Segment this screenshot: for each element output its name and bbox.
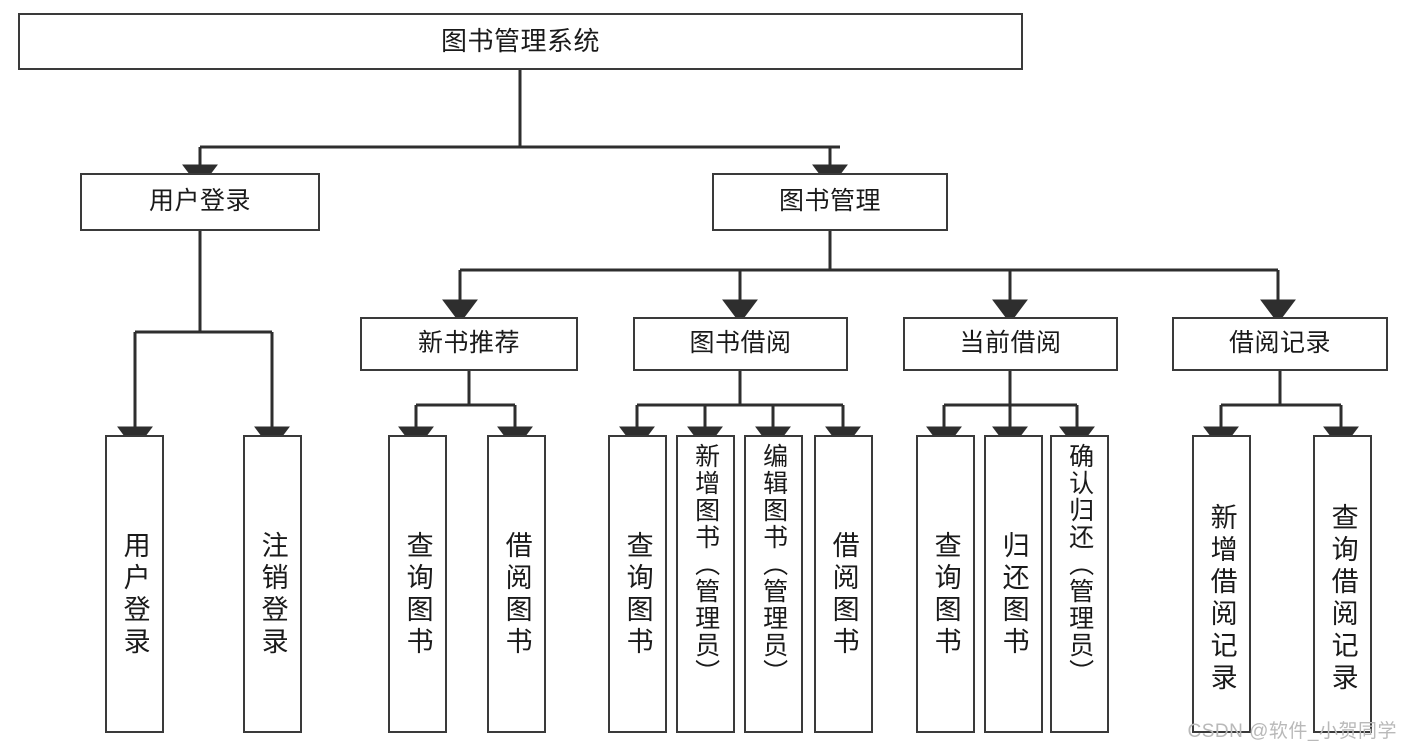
node-label: 借阅记录 (1228, 329, 1331, 358)
node-label: 用户登录 (148, 187, 251, 216)
node-borrow-record[interactable]: 借阅记录 (1172, 317, 1388, 371)
node-label: 查询图书 (622, 531, 653, 659)
leaf-query-book-current[interactable]: 查询图书 (916, 435, 975, 733)
node-label: 归还图书 (998, 531, 1029, 659)
node-user-login[interactable]: 用户登录 (80, 173, 320, 231)
node-label: 编辑图书（管理员） (759, 443, 788, 686)
node-label: 图书借阅 (689, 329, 792, 358)
node-label: 查询图书 (930, 531, 961, 659)
leaf-user-login[interactable]: 用户登录 (105, 435, 164, 733)
leaf-query-book-recommend[interactable]: 查询图书 (388, 435, 447, 733)
node-label: 新增借阅记录 (1206, 503, 1237, 695)
node-book-borrow[interactable]: 图书借阅 (633, 317, 848, 371)
leaf-edit-book-admin[interactable]: 编辑图书（管理员） (744, 435, 803, 733)
node-root-system[interactable]: 图书管理系统 (18, 13, 1023, 70)
csdn-watermark: CSDN @软件_小贺同学 (1187, 721, 1397, 742)
node-label: 查询借阅记录 (1327, 503, 1358, 695)
node-label: 新书推荐 (417, 329, 520, 358)
node-label: 确认归还（管理员） (1065, 443, 1094, 686)
leaf-return-book[interactable]: 归还图书 (984, 435, 1043, 733)
leaf-add-borrow-record[interactable]: 新增借阅记录 (1192, 435, 1251, 733)
node-label: 图书管理 (778, 187, 881, 216)
node-label: 借阅图书 (501, 531, 532, 659)
node-label: 借阅图书 (828, 531, 859, 659)
leaf-borrow-book-recommend[interactable]: 借阅图书 (487, 435, 546, 733)
leaf-confirm-return-admin[interactable]: 确认归还（管理员） (1050, 435, 1109, 733)
node-new-book-recommend[interactable]: 新书推荐 (360, 317, 578, 371)
node-current-borrow[interactable]: 当前借阅 (903, 317, 1118, 371)
node-label: 新增图书（管理员） (691, 443, 720, 686)
node-label: 图书管理系统 (440, 26, 600, 57)
node-book-management[interactable]: 图书管理 (712, 173, 948, 231)
node-label: 当前借阅 (959, 329, 1062, 358)
leaf-add-book-admin[interactable]: 新增图书（管理员） (676, 435, 735, 733)
node-label: 查询图书 (402, 531, 433, 659)
node-label: 注销登录 (257, 531, 288, 659)
leaf-query-borrow-record[interactable]: 查询借阅记录 (1313, 435, 1372, 733)
leaf-logout[interactable]: 注销登录 (243, 435, 302, 733)
leaf-borrow-book[interactable]: 借阅图书 (814, 435, 873, 733)
node-label: 用户登录 (119, 531, 150, 659)
leaf-query-book-borrow[interactable]: 查询图书 (608, 435, 667, 733)
